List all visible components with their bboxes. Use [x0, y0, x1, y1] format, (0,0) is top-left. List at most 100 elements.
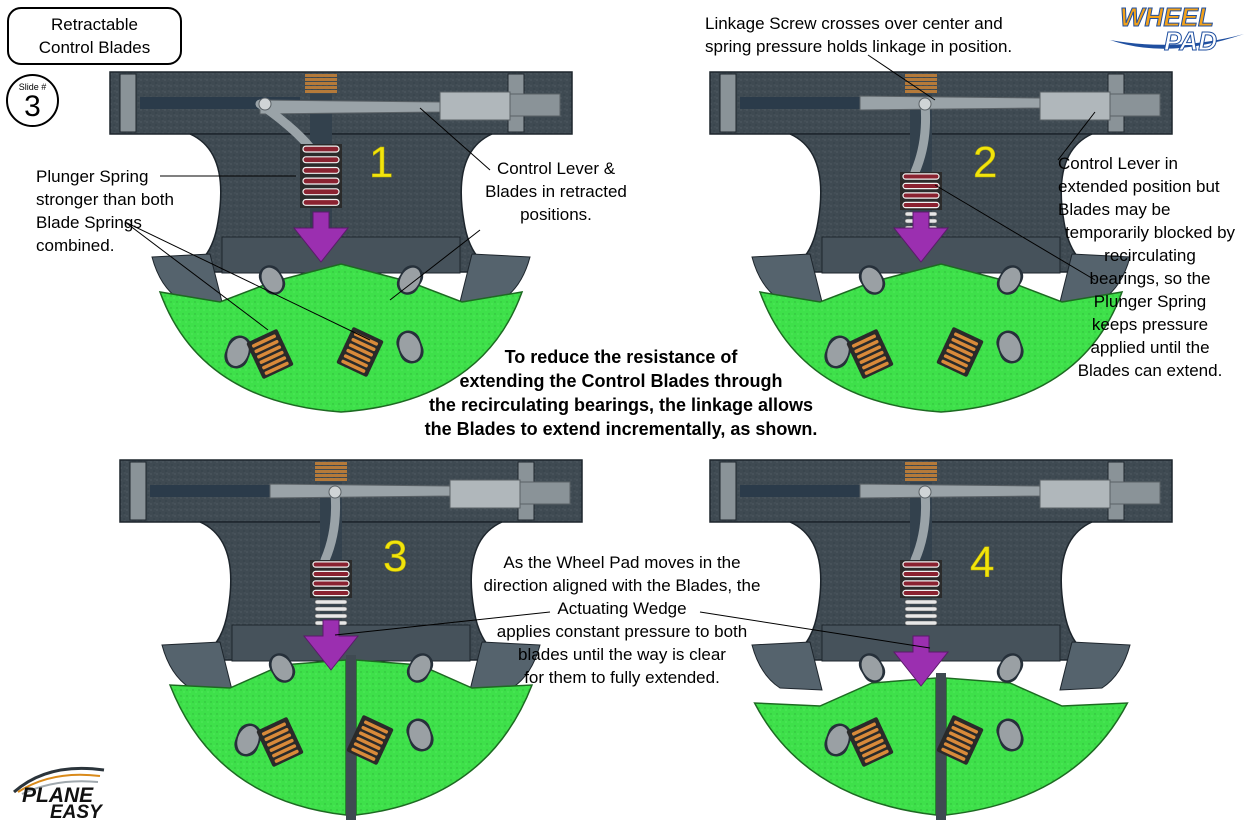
spring-coil — [902, 173, 940, 180]
blade-spring-coil — [361, 725, 386, 740]
spring-coil — [302, 188, 340, 196]
blade-spring-coil — [343, 354, 368, 368]
spring-coil — [312, 580, 350, 587]
blade-spring-coil — [272, 744, 297, 758]
left-bolt — [719, 73, 737, 133]
note-line: keeps pressure — [1091, 315, 1209, 334]
control-lever-tip — [519, 481, 571, 505]
blade-spring-coil — [341, 359, 366, 373]
spring — [900, 560, 942, 598]
note-line: Blades can extend. — [1077, 361, 1223, 380]
leader-line — [419, 107, 491, 171]
blade-spring — [246, 329, 294, 379]
top-spring-coil — [315, 466, 347, 469]
spring-coil — [302, 198, 340, 206]
actuating-wedge-note: As the Wheel Pad moves in the direction … — [462, 551, 782, 689]
spring-coil — [312, 561, 350, 568]
spring-coil — [902, 580, 940, 587]
top-spring-coil — [305, 78, 337, 81]
plane-arc-icon — [13, 766, 105, 795]
blade-spring-coil — [953, 332, 979, 346]
left-bolt — [119, 73, 137, 133]
note-line: Linkage Screw crosses over center and — [705, 14, 1003, 33]
leader-line — [124, 221, 371, 341]
mechanism-panel — [709, 459, 1173, 820]
linkage-screw-note: Linkage Screw crosses over center and sp… — [705, 12, 1012, 58]
blade-spring-coil — [356, 736, 381, 750]
spring-housing — [300, 144, 342, 208]
actuating-wedge — [892, 211, 950, 263]
bearing-roller — [409, 655, 431, 681]
note-line: direction aligned with the Blades, the — [483, 576, 761, 595]
top-spring-coil — [305, 86, 337, 89]
plunger-lower-coil — [314, 606, 348, 612]
blade-spring-coil — [274, 749, 299, 763]
spring-coil — [312, 570, 350, 578]
control-lever-arm — [269, 483, 451, 499]
note-line: combined. — [36, 236, 115, 255]
blade-spring-coil — [862, 744, 887, 758]
control-lever-arm — [859, 95, 1041, 111]
title-line: Retractable — [51, 15, 138, 34]
spring — [310, 560, 352, 598]
blade-spring-coil — [859, 738, 884, 752]
center-explanation: To reduce the resistance of extending th… — [396, 345, 846, 441]
note-line: Blades in retracted — [485, 182, 627, 201]
wheel-pad-logo: WHEEL PAD — [1108, 2, 1248, 57]
blade-spring-coil — [946, 736, 971, 750]
spring-coil — [312, 589, 350, 597]
pivot-pin — [328, 485, 342, 499]
blade-spring-coil — [943, 742, 968, 756]
top-spring-coil — [305, 82, 337, 85]
bearing — [224, 335, 252, 369]
plunger-lower-coil — [904, 599, 938, 605]
note-line: for them to fully extended. — [524, 668, 720, 687]
bearing-roller — [399, 333, 421, 361]
actuating-wedge — [292, 211, 350, 263]
pivot-pin — [918, 485, 932, 499]
bearing-roller — [399, 267, 421, 293]
blade-spring — [256, 717, 304, 767]
plunger-lower-coil — [314, 613, 348, 619]
blade-spring-coil — [262, 356, 287, 370]
note-line: Blades may be — [1058, 200, 1171, 219]
crank-link — [910, 99, 931, 177]
logo-word: PAD — [1164, 26, 1218, 57]
bearing-roller — [261, 267, 283, 293]
bearing — [268, 653, 296, 683]
note-line: Actuating Wedge — [557, 599, 687, 618]
bearing-roller — [827, 726, 849, 754]
left-flange — [161, 641, 233, 691]
blade-spring-coil — [363, 720, 389, 734]
bearing-roller — [999, 267, 1021, 293]
note-line: the Blades to extend incrementally, as s… — [424, 419, 818, 439]
panel-number: 1 — [369, 138, 394, 188]
bearing — [996, 653, 1024, 683]
note-line: bearings, so the — [1089, 269, 1211, 288]
note-line: recirculating — [1104, 246, 1196, 265]
blade-spring-coil — [353, 742, 378, 756]
spring-coil — [302, 145, 340, 153]
note-line: blades until the way is clear — [518, 645, 726, 664]
spring — [300, 144, 342, 208]
top-spring-coil — [315, 478, 347, 481]
bearing — [824, 335, 852, 369]
blade-disc — [758, 263, 1124, 413]
blade-spring-coil — [943, 354, 968, 368]
blade-spring-coil — [854, 727, 879, 742]
crank-link — [320, 487, 341, 565]
blade-spring-coil — [351, 747, 376, 761]
blade-spring-coil — [264, 727, 289, 742]
top-spring-coil — [905, 86, 937, 89]
note-line: spring pressure holds linkage in positio… — [705, 37, 1013, 56]
top-spring-coil — [305, 90, 337, 93]
blade-spring-coil — [851, 722, 877, 736]
top-spring-coil — [905, 466, 937, 469]
spring-coil — [902, 561, 940, 568]
plunger-lower-coil — [904, 606, 938, 612]
title-line: Control Blades — [38, 38, 151, 57]
top-spring-coil — [905, 462, 937, 465]
control-lever-tip — [1109, 93, 1161, 117]
